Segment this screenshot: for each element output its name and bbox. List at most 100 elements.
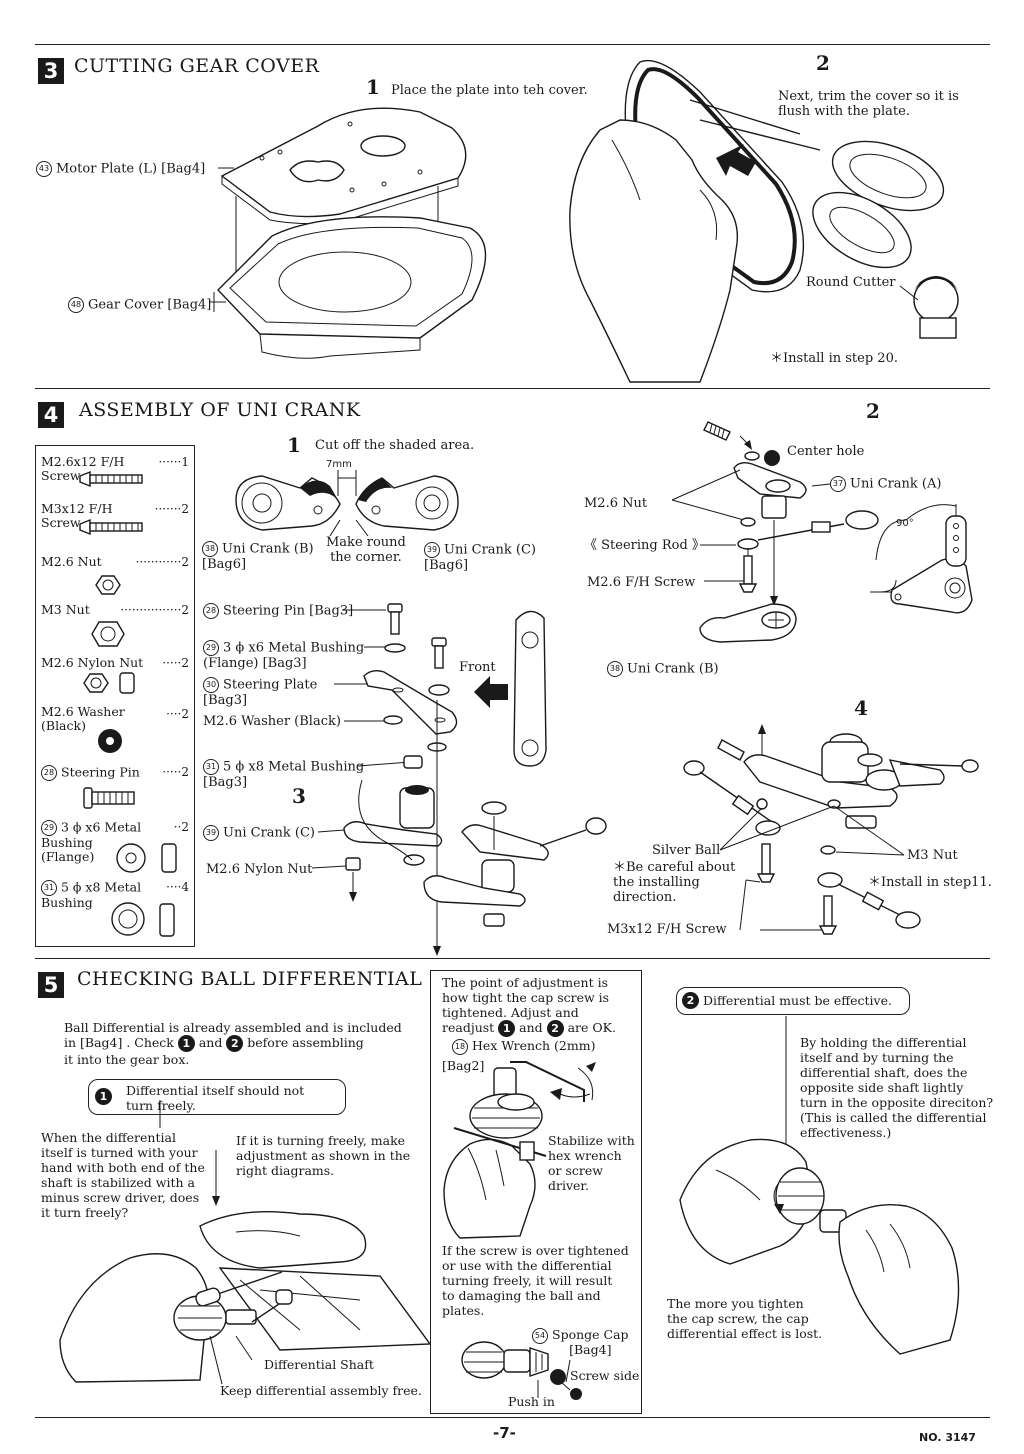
section-4-title: ASSEMBLY OF UNI CRANK xyxy=(79,399,361,421)
s5-intro: Ball Differential is already assembled a… xyxy=(64,1020,424,1067)
part-number-mark: 48 xyxy=(68,297,84,313)
part-number-mark: 28 xyxy=(203,603,219,619)
s3-step1-number: 1 xyxy=(366,75,380,99)
s4-angle-label: 90° xyxy=(896,518,914,529)
s4-crank-cutoff-illustration xyxy=(235,470,459,537)
section-3-number: 3 xyxy=(38,58,64,84)
section-divider-4 xyxy=(35,388,990,389)
parts-list-box: M2.6x12 F/H Screw ······1 M3x12 F/H Scre… xyxy=(35,445,195,947)
s4-crank-b-text: Uni Crank (B) xyxy=(627,661,719,677)
callout-turn-freely: 1 Differential itself should not turn fr… xyxy=(88,1079,346,1115)
s5-stabilize-note: Stabilize with hex wrench or screw drive… xyxy=(548,1133,635,1193)
s4-uni-crank-b-text: Uni Crank (B) [Bag6] xyxy=(202,541,314,572)
s4-washer-label: M2.6 Washer (Black) xyxy=(203,714,341,729)
s4-steering-rod-label: 《 Steering Rod 》 xyxy=(584,538,705,553)
s3-gear-cover-text: Gear Cover [Bag4] xyxy=(88,297,212,313)
part-number-mark: 37 xyxy=(830,476,846,492)
s4-nut-label: M2.6 Nut xyxy=(584,496,648,511)
s5-hex-wrench-text: Hex Wrench (2mm) xyxy=(472,1038,596,1053)
parts-item-qty-value: 2 xyxy=(181,765,189,779)
part-number-mark: 28 xyxy=(41,765,57,781)
s5-push-in-label: Push in xyxy=(508,1394,555,1409)
s3-motor-plate-text: Motor Plate (L) [Bag4] xyxy=(56,161,206,177)
parts-item-name-text: Steering Pin xyxy=(61,764,140,780)
callout-badge-one: 1 xyxy=(95,1088,112,1105)
s4-center-hole-label: Center hole xyxy=(787,444,865,459)
s4-crank-a-text: Uni Crank (A) xyxy=(850,476,942,492)
parts-item-qty: ············2 xyxy=(135,555,189,569)
s4-dimension: 7mm xyxy=(326,459,352,470)
s4-front-label: Front xyxy=(459,660,496,675)
s5-intro-and: and xyxy=(194,1035,227,1050)
s4-screw-label: M2.6 F/H Screw xyxy=(587,575,696,590)
parts-item-qty-value: 2 xyxy=(181,707,189,721)
parts-item-qty-value: 2 xyxy=(181,820,189,834)
callout-turn-freely-text: Differential itself should not turn free… xyxy=(126,1083,305,1113)
parts-item-qty: ··2 xyxy=(173,820,189,834)
s4-silver-ball-label: Silver Ball xyxy=(652,843,721,858)
s5-sponge-cap-text: Sponge Cap [Bag4] xyxy=(552,1327,629,1357)
screw-side-mark xyxy=(550,1368,566,1385)
s5-screw-side-label: Screw side xyxy=(550,1368,639,1385)
s4-step4-illustration xyxy=(683,724,979,935)
s3-plate-cover-illustration xyxy=(210,107,487,359)
s4-step2-illustration xyxy=(671,421,973,643)
parts-item-qty: ·······2 xyxy=(154,502,189,516)
s4-steering-pin-text: Steering Pin [Bag3] xyxy=(223,603,354,619)
s4-bushing3-text: 3 ϕ x6 Metal Bushing (Flange) [Bag3] xyxy=(203,640,365,671)
s5-screw-side-text: Screw side xyxy=(570,1368,640,1383)
parts-item-qty: ·····2 xyxy=(162,765,189,779)
bottom-rule xyxy=(35,1417,990,1418)
part-number-mark: 43 xyxy=(36,161,52,177)
adjust-two-badge: 2 xyxy=(546,1020,564,1037)
parts-item-name: M2.6 Nylon Nut xyxy=(41,655,144,670)
s4-step1-text: Cut off the shaded area. xyxy=(315,438,475,453)
check-two-badge: 2 xyxy=(226,1035,244,1052)
s4-install-step11: ＊Install in step11. xyxy=(868,875,992,890)
s4-step4-number: 4 xyxy=(854,696,868,720)
parts-item-name: M3 Nut xyxy=(41,602,90,617)
s4-make-round-note: Make round the corner. xyxy=(326,535,406,565)
s5-intro-b: before assembling it into the gear box. xyxy=(64,1035,364,1067)
parts-item-name-text: 5 ϕ x8 Metal Bushing xyxy=(41,879,142,910)
s4-uni-crank-c-text: Uni Crank (C) [Bag6] xyxy=(424,542,537,573)
section-4-number: 4 xyxy=(38,402,64,428)
parts-item-qty-value: 2 xyxy=(181,656,189,670)
s4-steering-plate-text: Steering Plate [Bag3] xyxy=(203,677,318,708)
part-number-mark: 54 xyxy=(532,1327,548,1344)
s4-bushing5-text: 5 ϕ x8 Metal Bushing [Bag3] xyxy=(203,759,365,790)
s5-intro-a: Ball Differential is already assembled a… xyxy=(64,1020,402,1050)
s3-step2-text: Next, trim the cover so it is flush with… xyxy=(778,89,959,119)
s4-m3-screw-label: M3x12 F/H Screw xyxy=(607,922,727,937)
s5-adjust-and: and xyxy=(515,1020,547,1035)
s5-if-free-note: If it is turning freely, make adjustment… xyxy=(236,1133,411,1178)
adjust-one-badge: 1 xyxy=(498,1020,516,1037)
part-number-mark: 39 xyxy=(203,825,219,841)
callout-effective-text: Differential must be effective. xyxy=(703,993,892,1008)
s5-more-tighten-note: The more you tighten the cap screw, the … xyxy=(667,1296,823,1341)
parts-item-name-text: 3 ϕ x6 Metal Bushing (Flange) xyxy=(41,819,142,864)
parts-item-qty-value: 2 xyxy=(181,502,189,516)
s4-step3-illustration xyxy=(311,603,607,956)
parts-item-name: M2.6 Nut xyxy=(41,554,102,569)
parts-item-qty-value: 2 xyxy=(181,555,189,569)
parts-item-name: M3x12 F/H Screw xyxy=(41,501,113,530)
parts-item-qty-value: 1 xyxy=(181,455,189,469)
parts-item-qty-value: 4 xyxy=(181,880,189,894)
part-number-mark: 38 xyxy=(607,661,623,677)
parts-item-qty: ····2 xyxy=(166,707,189,721)
s4-careful-note: ＊Be careful about the installing directi… xyxy=(613,860,736,905)
top-rule xyxy=(35,44,990,45)
s4-nylon-nut-label: M2.6 Nylon Nut xyxy=(206,862,313,877)
